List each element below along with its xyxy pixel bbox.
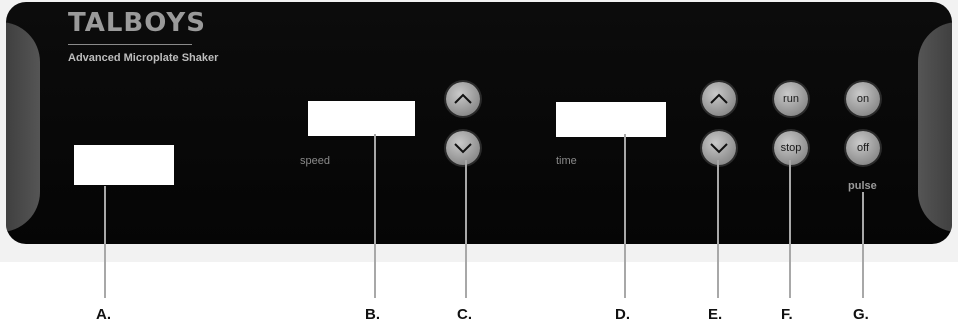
time-up-button[interactable]	[702, 82, 736, 116]
time-down-button[interactable]	[702, 131, 736, 165]
right-end-cap	[918, 22, 952, 232]
down-arrow-icon	[710, 143, 728, 154]
product-subtitle: Advanced Microplate Shaker	[68, 52, 219, 64]
callout-a: A.	[96, 306, 111, 323]
stop-button[interactable]: stop	[774, 131, 808, 165]
leader-line-g	[862, 192, 864, 298]
callout-b: B.	[365, 306, 380, 323]
leader-line-e	[717, 160, 719, 298]
pulse-label: pulse	[848, 180, 877, 192]
shaker-front-panel: TALBOYS Advanced Microplate Shaker speed…	[0, 0, 958, 262]
off-button[interactable]: off	[846, 131, 880, 165]
display-a	[74, 145, 174, 185]
on-button[interactable]: on	[846, 82, 880, 116]
brand-logo: TALBOYS	[68, 8, 206, 38]
speed-down-button[interactable]	[446, 131, 480, 165]
left-end-cap	[6, 22, 40, 232]
time-display	[556, 102, 666, 137]
leader-line-c	[465, 160, 467, 298]
callout-d: D.	[615, 306, 630, 323]
speed-up-button[interactable]	[446, 82, 480, 116]
up-arrow-icon	[710, 93, 728, 104]
run-button[interactable]: run	[774, 82, 808, 116]
callout-e: E.	[708, 306, 723, 323]
leader-line-b	[374, 134, 376, 298]
down-arrow-icon	[454, 143, 472, 154]
speed-label: speed	[300, 155, 330, 167]
brand-underline	[68, 44, 192, 45]
leader-line-d	[624, 134, 626, 298]
leader-line-a	[104, 186, 106, 298]
speed-display	[308, 101, 415, 136]
callout-g: G.	[853, 306, 869, 323]
callout-c: C.	[457, 306, 472, 323]
control-panel-body	[6, 2, 952, 244]
callout-f: F.	[781, 306, 793, 323]
leader-line-f	[789, 160, 791, 298]
time-label: time	[556, 155, 577, 167]
up-arrow-icon	[454, 93, 472, 104]
